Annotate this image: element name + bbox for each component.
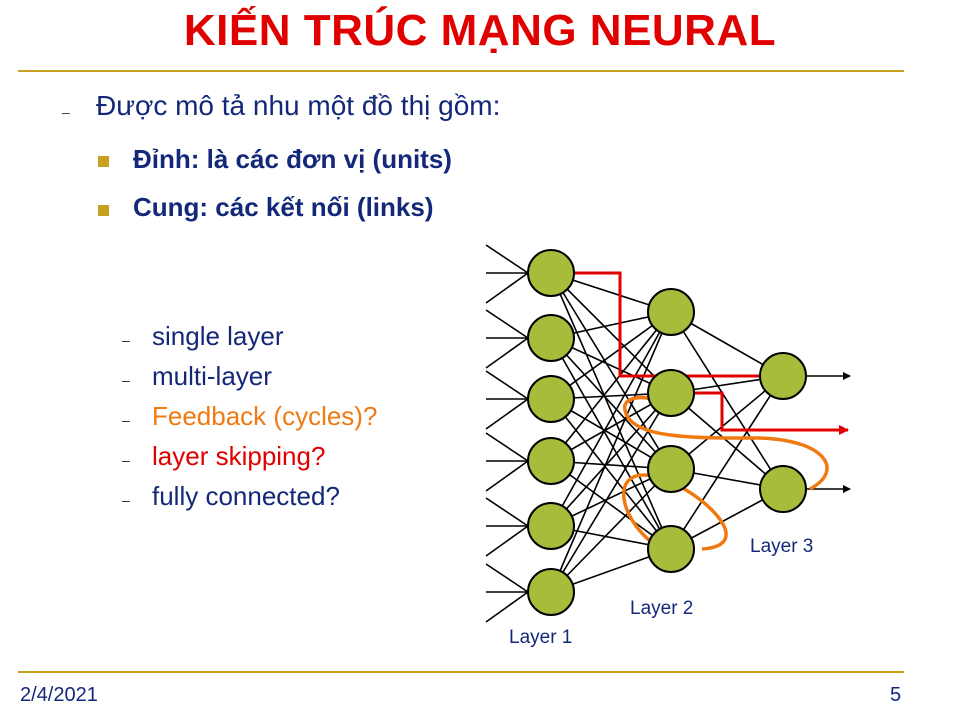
sub-item-layer-skipping: layer skipping? [152, 441, 326, 471]
input-edge [485, 309, 529, 339]
sub-item-multi-layer: multi-layer [152, 361, 272, 391]
edge-l1-l2 [550, 272, 672, 470]
footer-page-number: 5 [890, 684, 902, 706]
sub-item-feedback: Feedback (cycles)? [152, 401, 378, 431]
sub-dash: – [122, 492, 130, 508]
title-divider [18, 70, 904, 72]
bullet-vertices: Đỉnh: là các đơn vị (units) [133, 144, 452, 174]
square-bullet [98, 205, 109, 216]
edge-l2-l3 [670, 375, 784, 470]
footer-date: 2/4/2021 [20, 684, 98, 706]
edge-l1-l2 [550, 392, 672, 593]
sub-dash: – [122, 332, 130, 348]
edge-l1-l2 [550, 460, 672, 550]
edge-l1-l2 [550, 311, 672, 593]
edge-l2-l3 [670, 311, 784, 490]
layer-1-node [527, 437, 575, 485]
input-edge [485, 563, 529, 593]
edge-l1-l2 [550, 272, 672, 550]
feedback-loop-upper [623, 396, 829, 491]
input-edge [485, 244, 529, 274]
intro-text: Được mô tả nhu một đồ thị gồm: [96, 90, 501, 121]
input-edge [485, 591, 529, 623]
layer-3-label: Layer 3 [750, 536, 814, 557]
layer-3-node [759, 352, 807, 400]
input-edge [485, 337, 529, 369]
bullet-edges: Cung: các kết nối (links) [133, 192, 434, 222]
sub-dash: – [122, 412, 130, 428]
layer-2-label: Layer 2 [630, 598, 694, 619]
edge-l1-l2 [550, 272, 672, 394]
layer-1-node [527, 314, 575, 362]
layer-1-node [527, 568, 575, 616]
input-edge [485, 497, 529, 527]
input-edge [485, 398, 529, 430]
input-edge [485, 370, 529, 400]
sub-item-single-layer: single layer [152, 321, 284, 351]
layer-2-node [647, 288, 695, 336]
sub-dash: – [122, 372, 130, 388]
edge-l1-l2 [550, 337, 672, 550]
input-edge [485, 272, 529, 304]
layer-3-node [759, 465, 807, 513]
input-edge [485, 432, 529, 462]
dash-bullet: – [62, 104, 70, 120]
layer-1-label: Layer 1 [509, 627, 573, 648]
edge-l1-l2 [550, 337, 672, 470]
edge-l1-l2 [550, 311, 672, 400]
square-bullet [98, 156, 109, 167]
edge-l2-l3 [670, 375, 784, 550]
slide-title: KIẾN TRÚC MẠNG NEURAL [183, 6, 777, 55]
edge-l2-l3 [670, 392, 784, 490]
sub-dash: – [122, 452, 130, 468]
edge-l1-l2 [550, 468, 672, 593]
input-edge [485, 525, 529, 557]
edge-l1-l2 [550, 392, 672, 527]
skip-path-output [694, 391, 849, 435]
skip-path-upper [574, 271, 783, 378]
edge-l1-l2 [550, 311, 672, 462]
edge-l1-l2 [550, 311, 672, 527]
input-edge [485, 460, 529, 492]
edge-l1-l2 [550, 398, 672, 550]
layer-2-node [647, 369, 695, 417]
footer-divider [18, 671, 904, 673]
sub-item-fully-connected: fully connected? [152, 481, 340, 511]
layer-2-node [647, 445, 695, 493]
layer-1-node [527, 375, 575, 423]
layer-1-node [527, 502, 575, 550]
layer-2-node [647, 525, 695, 573]
layer-1-node [527, 249, 575, 297]
